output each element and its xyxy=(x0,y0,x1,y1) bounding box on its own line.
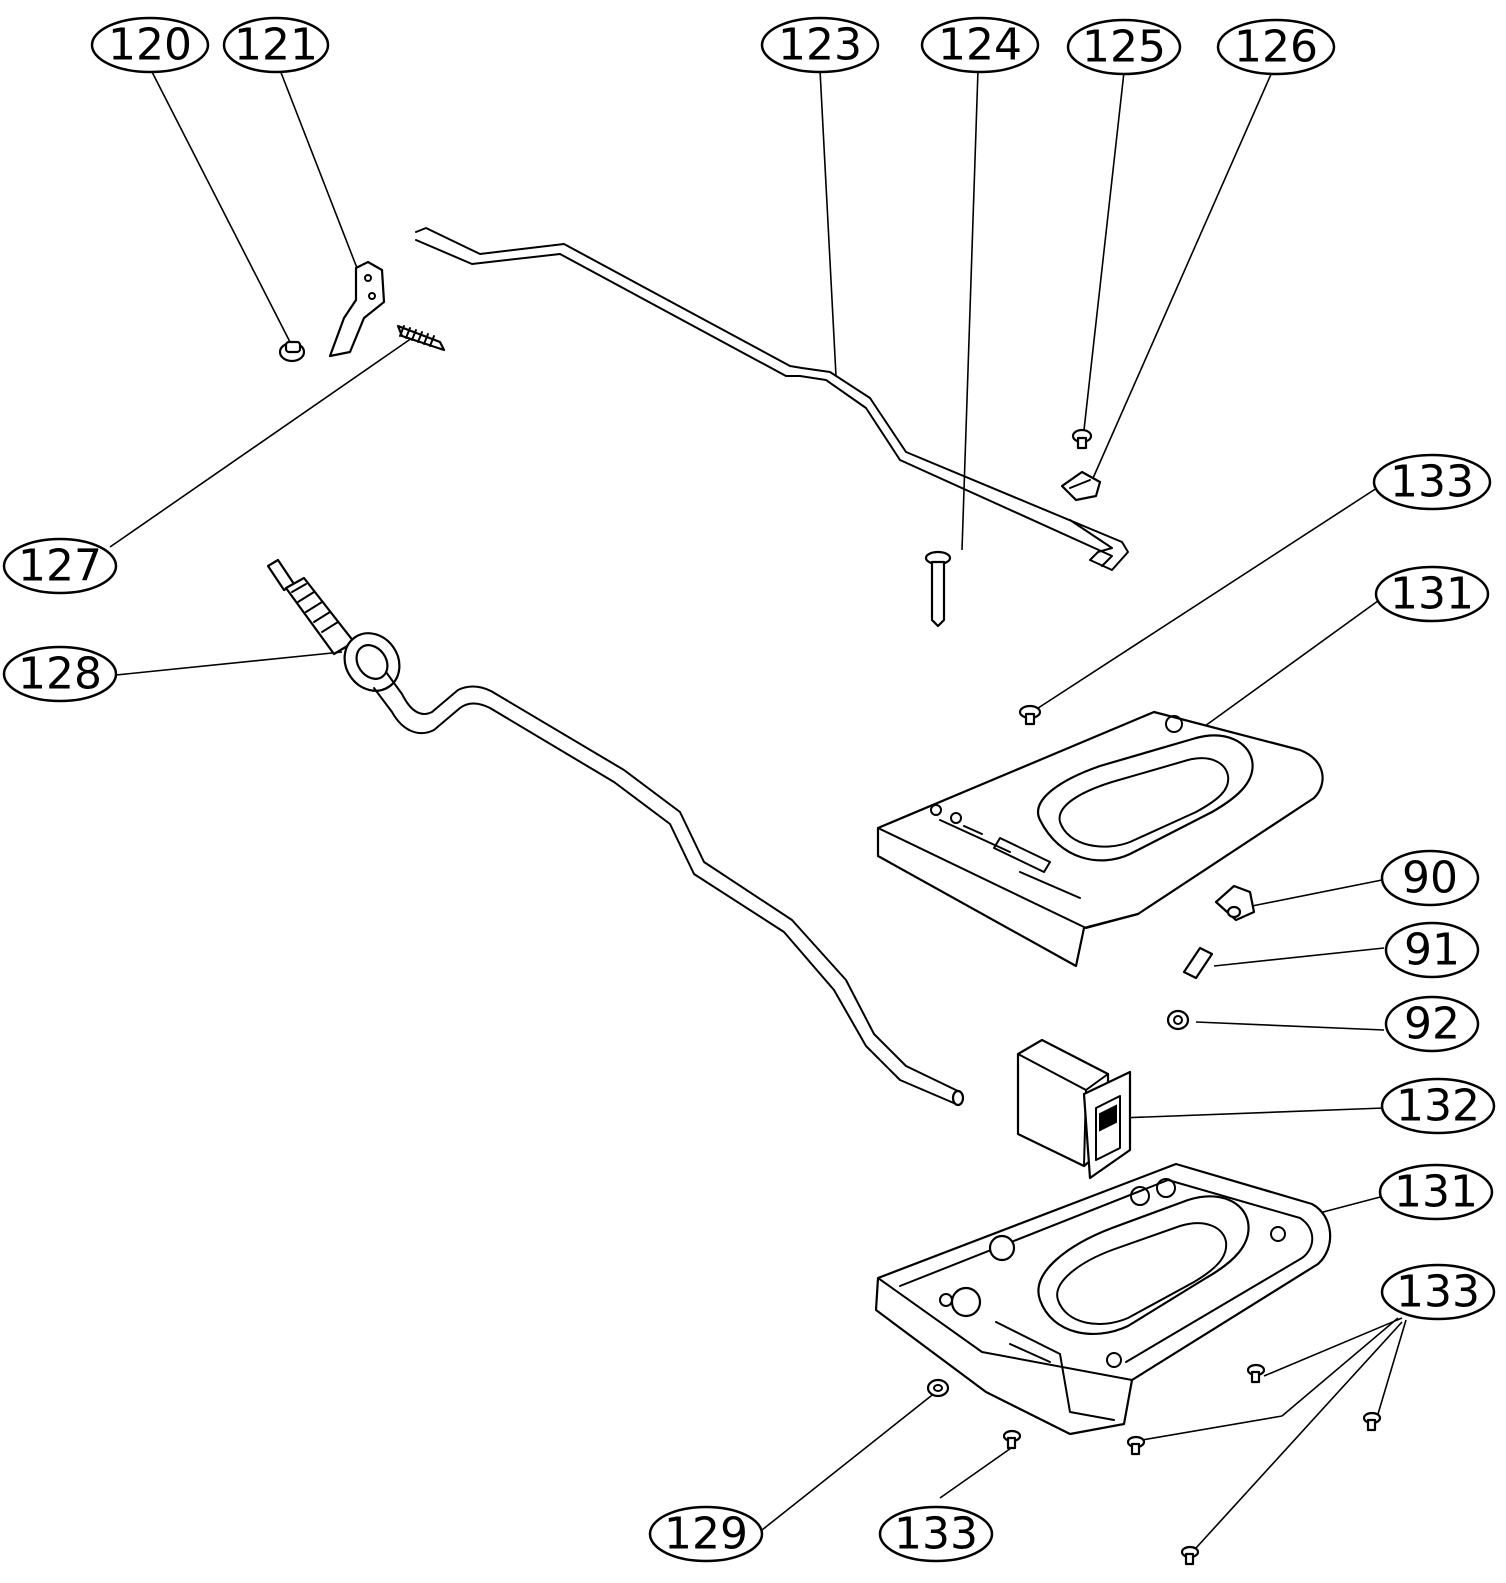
callout-92: 92 xyxy=(1384,995,1480,1053)
callout-128-label: 128 xyxy=(18,649,102,700)
leader-126 xyxy=(1089,71,1273,486)
screw-133-2 xyxy=(1246,1363,1266,1384)
part-129-nut xyxy=(926,1378,950,1398)
leader-133b-3 xyxy=(1281,1317,1399,1417)
part-124-pin xyxy=(924,550,952,628)
callout-124-label: 124 xyxy=(938,20,1022,71)
callout-133c: 133 xyxy=(878,1505,994,1563)
leader-131a xyxy=(1204,597,1383,727)
leader-lines xyxy=(109,67,1407,1549)
leader-124 xyxy=(961,69,979,551)
screw-133-4 xyxy=(1362,1411,1382,1432)
callout-120-label: 120 xyxy=(108,20,192,71)
callout-90: 90 xyxy=(1380,849,1480,907)
leader-125 xyxy=(1083,71,1125,431)
part-92-nut xyxy=(1166,1009,1190,1031)
leader-133b-2 xyxy=(1377,1319,1407,1415)
leader-129 xyxy=(761,1391,937,1531)
part-121-bracket xyxy=(328,260,386,358)
leader-128 xyxy=(115,651,343,676)
callout-126-label: 126 xyxy=(1234,22,1318,73)
callout-91-label: 91 xyxy=(1404,925,1460,976)
callout-131a: 131 xyxy=(1374,565,1490,623)
part-131-upper-cover xyxy=(876,710,1324,968)
part-90-knob xyxy=(1214,884,1256,922)
leader-127 xyxy=(109,337,413,548)
callout-128: 128 xyxy=(2,645,118,703)
callout-132-label: 132 xyxy=(1396,1081,1480,1132)
screw-133-5 xyxy=(1180,1545,1200,1566)
part-133a-screw xyxy=(1018,704,1042,726)
leader-132 xyxy=(1119,1107,1385,1119)
part-131-lower-base xyxy=(874,1162,1332,1436)
callout-92-label: 92 xyxy=(1404,999,1460,1050)
callout-91: 91 xyxy=(1384,921,1480,979)
screw-133-1 xyxy=(1002,1429,1022,1450)
part-132-switch xyxy=(1016,1038,1132,1180)
leader-133b-3b xyxy=(1141,1415,1283,1441)
screw-133-3 xyxy=(1126,1435,1146,1456)
callout-123-label: 123 xyxy=(778,20,862,71)
part-120-knob xyxy=(278,340,306,363)
callout-127-label: 127 xyxy=(18,541,102,592)
leader-123 xyxy=(819,69,837,377)
callout-129: 129 xyxy=(648,1505,764,1563)
callout-90-label: 90 xyxy=(1402,853,1458,904)
part-125-screw xyxy=(1071,428,1093,450)
part-126-clip xyxy=(1060,470,1102,502)
leader-133c xyxy=(939,1445,1015,1499)
leader-91 xyxy=(1213,947,1385,967)
callout-121: 121 xyxy=(222,16,330,74)
callout-123: 123 xyxy=(760,16,880,74)
part-123-rod xyxy=(415,227,1129,571)
part-128-shaft xyxy=(266,558,965,1107)
callout-133b-label: 133 xyxy=(1396,1267,1480,1318)
callout-129-label: 129 xyxy=(664,1509,748,1560)
callout-131b: 131 xyxy=(1378,1163,1494,1221)
callout-133c-label: 133 xyxy=(894,1509,978,1560)
part-127-spring xyxy=(396,324,446,352)
callout-132: 132 xyxy=(1380,1077,1496,1135)
part-91-pin xyxy=(1182,946,1214,980)
part-133-screws-bottom xyxy=(1002,1363,1382,1566)
callout-131b-label: 131 xyxy=(1394,1167,1478,1218)
leader-121 xyxy=(279,69,358,269)
callout-133a: 133 xyxy=(1372,453,1492,511)
callout-125: 125 xyxy=(1066,18,1182,76)
callout-133a-label: 133 xyxy=(1390,457,1474,508)
leader-133b-1 xyxy=(1263,1317,1403,1377)
callout-133b: 133 xyxy=(1380,1263,1496,1321)
callout-121-label: 121 xyxy=(234,20,318,71)
leader-120 xyxy=(149,67,291,343)
callout-124: 124 xyxy=(920,16,1040,74)
leader-90 xyxy=(1251,879,1383,907)
leader-92 xyxy=(1195,1021,1385,1031)
callout-127: 127 xyxy=(2,537,118,595)
leader-133b-4 xyxy=(1195,1321,1403,1549)
callout-120: 120 xyxy=(90,16,210,74)
callout-131a-label: 131 xyxy=(1390,569,1474,620)
callout-126: 126 xyxy=(1216,18,1336,76)
leader-133a xyxy=(1031,485,1381,713)
callout-125-label: 125 xyxy=(1082,22,1166,73)
